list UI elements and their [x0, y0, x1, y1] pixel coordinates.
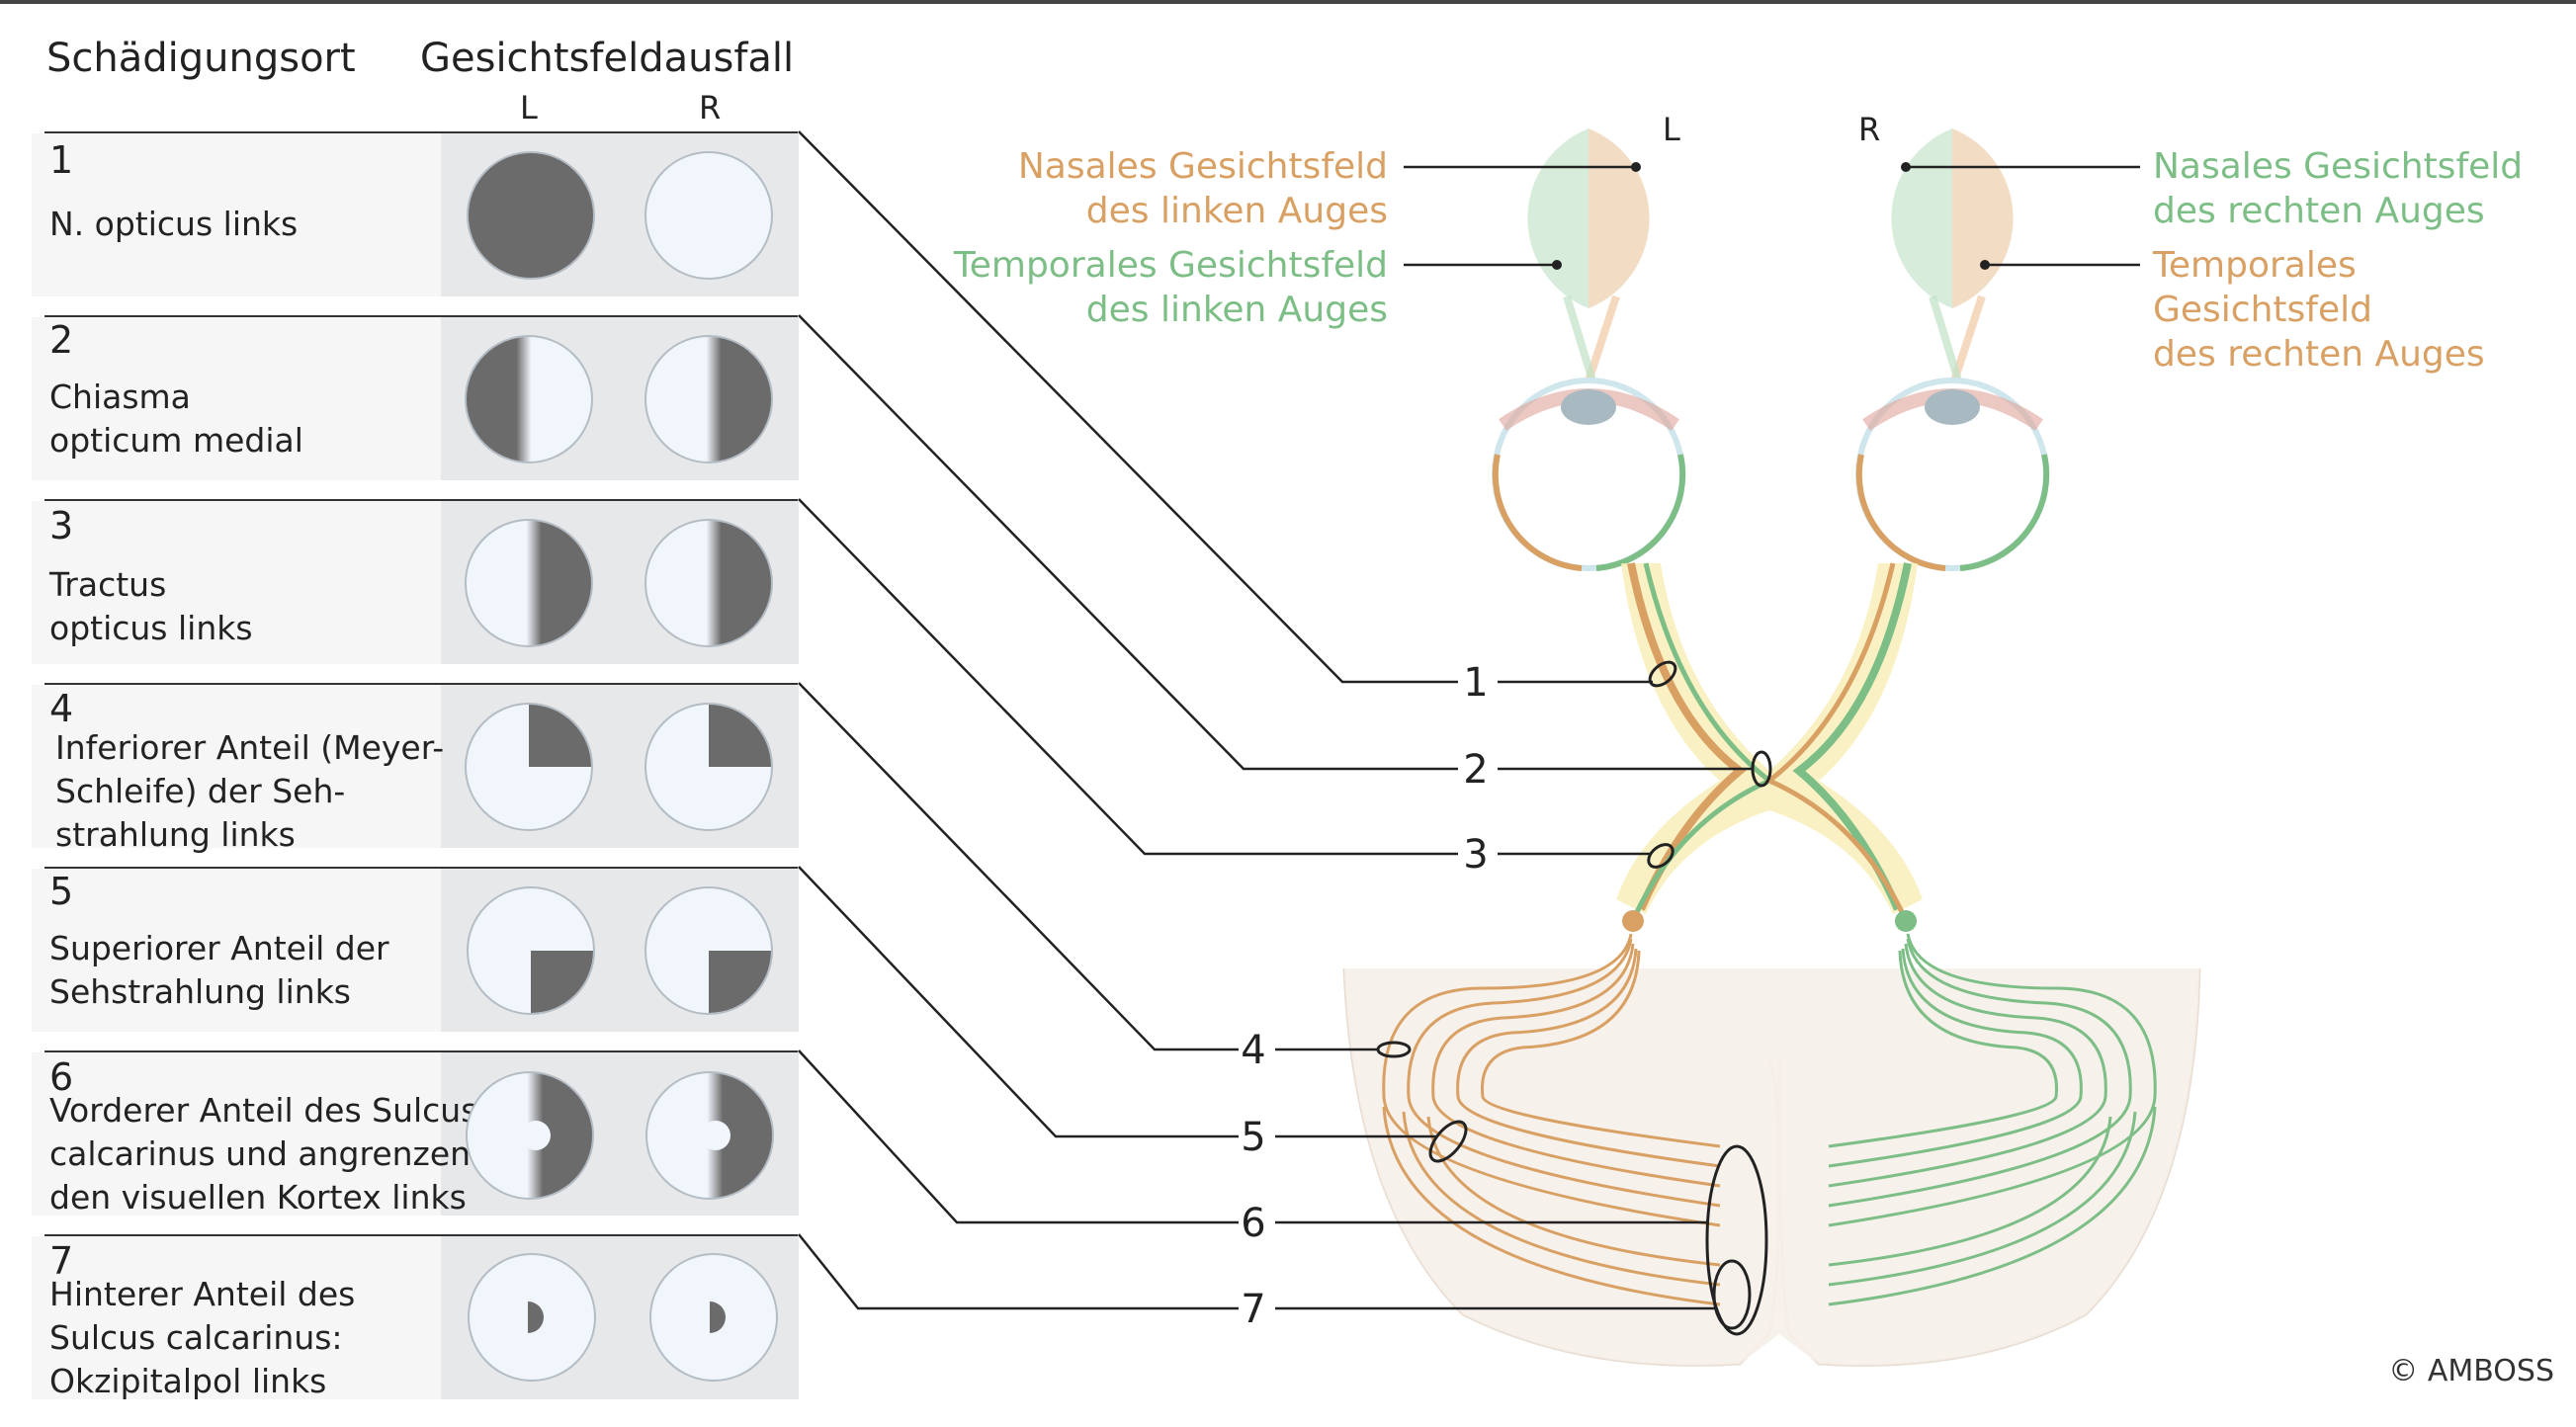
visual-field-right: [645, 1071, 774, 1200]
lesion-number: 5: [1241, 1115, 1265, 1160]
visual-field-left: [468, 1253, 596, 1382]
row-number: 4: [49, 687, 74, 730]
header-eye-left: L: [520, 89, 538, 126]
lesion-number: 3: [1463, 832, 1488, 878]
header-eye-right: R: [699, 89, 722, 126]
lesion-number: 2: [1463, 747, 1488, 793]
lesion-number: 1: [1463, 660, 1488, 706]
row-label-bg: [32, 317, 441, 480]
row-label: Hinterer Anteil des Sulcus calcarinus: O…: [49, 1275, 356, 1400]
temporal-field-left-label: Temporales Gesichtsfeld des linken Auges: [953, 245, 1388, 330]
row-divider: [44, 315, 798, 317]
row-number: 6: [49, 1055, 74, 1099]
visual-field-right: [649, 1253, 778, 1382]
quadrant-defect: [531, 951, 593, 1013]
visual-field-left: [465, 703, 593, 831]
row-number: 5: [49, 870, 74, 913]
nasal-field-left-label: Nasales Gesichtsfeld des linken Auges: [1017, 146, 1388, 231]
visual-field-right: [644, 335, 773, 463]
left-eyeball: [1492, 378, 1686, 571]
nasal-field-right-label: Nasales Gesichtsfeld des rechten Auges: [2153, 146, 2524, 231]
row-number: 1: [49, 138, 74, 182]
copyright: © AMBOSS: [2388, 1354, 2554, 1388]
eye-label-left: L: [1663, 111, 1680, 148]
quadrant-defect: [709, 951, 771, 1013]
row-label: N. opticus links: [49, 205, 299, 243]
row-label-bg: [32, 1052, 441, 1216]
row-label-bg: [32, 1236, 441, 1399]
row-label: Inferiorer Anteil (Meyer- Schleife) der …: [55, 728, 445, 854]
lgn-right: [1895, 910, 1917, 932]
row-number: 3: [49, 504, 74, 547]
row-label-bg: [32, 685, 441, 848]
row-label: Chiasma opticum medial: [49, 378, 303, 460]
lgn-left: [1622, 910, 1644, 932]
row-number: 7: [49, 1239, 74, 1283]
row-label: Vorderer Anteil des Sulcus calcarinus un…: [49, 1091, 483, 1217]
visual-field-right: [644, 151, 773, 280]
right-eye-visual-field: [1891, 128, 2014, 308]
visual-field-right: [644, 703, 773, 831]
top-border: [0, 0, 2576, 4]
header-location: Schädigungsort: [46, 36, 356, 81]
quadrant-defect: [529, 705, 591, 767]
visual-field-right: [644, 886, 773, 1015]
visual-field-left: [465, 519, 593, 647]
row-label-bg: [32, 869, 441, 1032]
quadrant-defect: [709, 705, 771, 767]
lesion-number: 4: [1241, 1028, 1265, 1073]
row-divider: [44, 1234, 798, 1236]
temporal-field-right-label: Temporales Gesichtsfeld des rechten Auge…: [2153, 245, 2485, 375]
visual-field-right: [644, 519, 773, 647]
row-label-bg: [32, 133, 441, 296]
row-divider: [44, 683, 798, 685]
eye-label-right: R: [1858, 111, 1881, 148]
row-divider: [44, 867, 798, 869]
row-label: Superiorer Anteil der Sehstrahlung links: [49, 929, 389, 1011]
brain-shading: [1344, 968, 2199, 1366]
visual-field-left: [467, 886, 595, 1015]
row-divider: [44, 1050, 798, 1052]
lesion-number: 6: [1241, 1201, 1265, 1246]
visual-field-left: [466, 1071, 594, 1200]
right-eyeball: [1855, 378, 2050, 571]
visual-field-left: [467, 151, 595, 280]
row-divider: [44, 499, 798, 501]
lesion-number: 7: [1241, 1287, 1265, 1332]
row-label: Tractus opticus links: [49, 565, 253, 647]
left-eye-visual-field: [1527, 128, 1650, 308]
row-number: 2: [49, 318, 74, 362]
row-divider: [44, 131, 798, 133]
row-label-bg: [32, 501, 441, 664]
visual-field-left: [465, 335, 593, 463]
header-visual-field: Gesichtsfeldausfall: [420, 36, 795, 81]
